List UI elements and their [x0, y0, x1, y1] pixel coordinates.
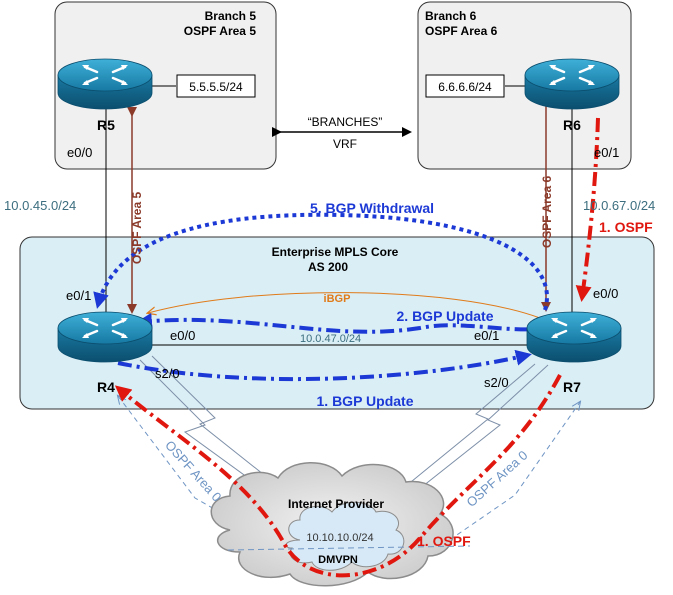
r4-e01: e0/1 — [66, 288, 91, 303]
router-r6[interactable] — [524, 58, 620, 110]
ibgp-session — [148, 292, 540, 318]
r4-e00: e0/0 — [170, 328, 195, 343]
ibgp-label: iBGP — [324, 293, 351, 305]
r4-s20: s2/0 — [155, 366, 180, 381]
step-bgp-withdrawal: 5. BGP Withdrawal — [310, 200, 434, 216]
step-bgp-update-1: 1. BGP Update — [317, 393, 414, 409]
ospf-area0-right-arrow — [434, 402, 580, 551]
router-r7[interactable] — [526, 311, 622, 363]
r6-label: R6 — [563, 117, 581, 133]
subnet-r4-r5: 10.0.45.0/24 — [4, 198, 76, 213]
bgp-update-1-arrow — [117, 349, 532, 382]
serial-r7-cloud — [417, 364, 549, 491]
router-r5[interactable] — [57, 58, 153, 110]
branch6-title: Branch 6 — [425, 9, 477, 23]
dmvpn-tunnel — [227, 545, 471, 551]
r6-e01: e0/1 — [594, 145, 619, 160]
core-title: Enterprise MPLS Core — [272, 245, 399, 259]
subnet-r4-r7: 10.0.47.0/24 — [300, 333, 361, 345]
bgp-withdrawal-arrow — [93, 212, 549, 311]
r7-label: R7 — [563, 379, 581, 395]
serial-r7-cloud-b — [405, 363, 536, 487]
step-ospf-top: 1. OSPF — [599, 219, 653, 235]
r7-e00: e0/0 — [593, 286, 618, 301]
r7-e01: e0/1 — [474, 328, 499, 343]
ospf-area5-label: OSPF Area 5 — [130, 192, 144, 265]
bgp-update-2-arrow — [136, 312, 583, 334]
r6-loopback-box — [425, 74, 505, 98]
ospf-area6-label: OSPF Area 6 — [540, 176, 554, 249]
r5-loopback: 5.5.5.5/24 — [189, 80, 243, 94]
r5-e00: e0/0 — [67, 145, 92, 160]
subnet-r6-r7: 10.0.67.0/24 — [583, 198, 655, 213]
r6-loopback: 6.6.6.6/24 — [438, 80, 492, 94]
serial-r4-cloud — [139, 359, 263, 489]
internet-subnet: 10.10.10.0/24 — [306, 532, 373, 544]
ospf-red-bottom-arrow — [114, 374, 562, 578]
step-bgp-update-2: 2. BGP Update — [397, 308, 494, 324]
vrf-name: “BRANCHES” — [308, 115, 383, 129]
serial-r4-cloud-b — [151, 355, 279, 487]
r4-label: R4 — [97, 379, 115, 395]
router-r4[interactable] — [57, 311, 153, 363]
r7-s20: s2/0 — [484, 375, 509, 390]
branch5-title: Branch 5 — [205, 9, 257, 23]
r5-loopback-box — [176, 74, 256, 98]
dmvpn-cloud — [285, 501, 405, 571]
core-as: AS 200 — [308, 260, 348, 274]
step-ospf-bottom: 1. OSPF — [417, 533, 471, 549]
branch5-area: OSPF Area 5 — [184, 24, 257, 38]
dmvpn-label: DMVPN — [318, 554, 358, 566]
ospf-area0-right-label: OSPF Area 0 — [464, 447, 531, 509]
vrf-label: VRF — [333, 137, 357, 151]
ospf-red-top-arrow — [575, 117, 600, 302]
branch6-area: OSPF Area 6 — [425, 24, 498, 38]
r5-label: R5 — [97, 117, 115, 133]
internet-title: Internet Provider — [288, 497, 384, 511]
